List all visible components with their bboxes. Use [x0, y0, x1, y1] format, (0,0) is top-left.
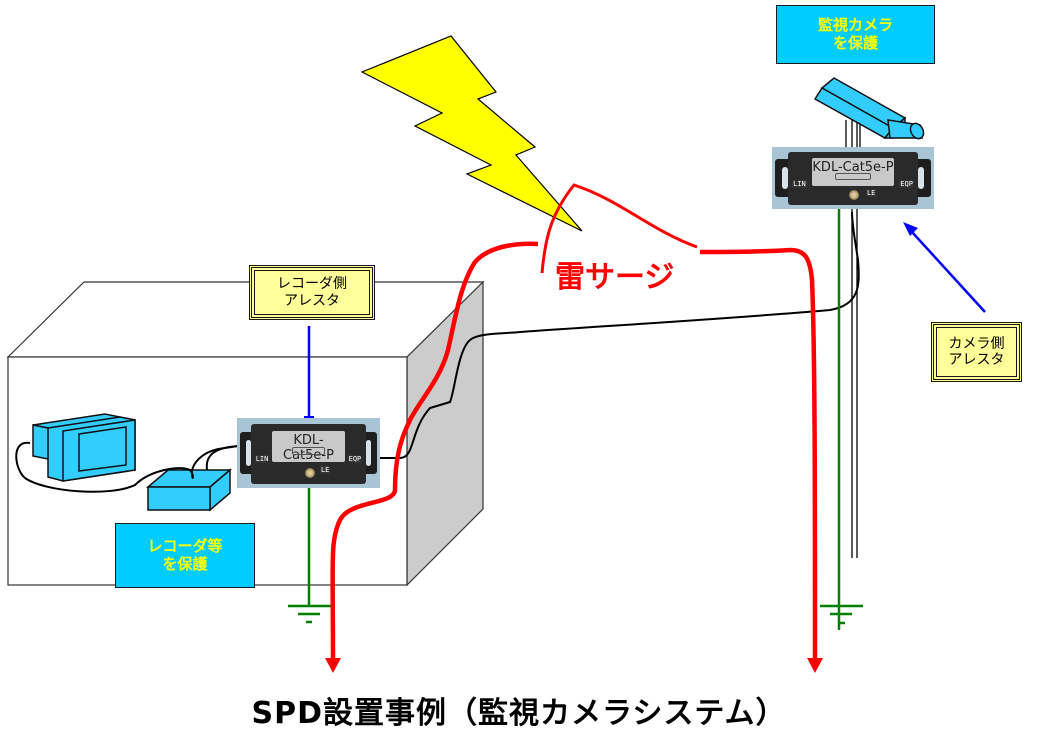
building-top-face — [6, 281, 485, 358]
monitor-icon — [32, 413, 136, 482]
diagram-caption: SPD設置事例（監視カメラシステム） — [251, 696, 787, 731]
spd-port-in-label: LIN — [254, 454, 270, 463]
recorder-arrester-pointer — [304, 326, 314, 418]
surge-paths — [325, 183, 823, 673]
ground-screw-icon — [849, 189, 860, 200]
recorder-arrester-label: レコーダ側 アレスタ — [249, 265, 375, 320]
surveillance-camera-icon — [813, 77, 925, 140]
camera-protect-label: 監視カメラ を保護 — [776, 5, 935, 64]
surge-arrow-camera — [807, 658, 823, 673]
spd-device-camera-side: KDL-Cat5e-P LIN EQP LE — [772, 147, 934, 209]
spd-model-label: KDL-Cat5e-P — [283, 432, 334, 463]
recorder-icon — [145, 468, 233, 512]
ground-symbol-recorder — [288, 488, 331, 624]
lightning-bolt-icon — [360, 35, 583, 232]
spd-port-out-label: EQP — [899, 179, 914, 188]
camera-arrester-label: カメラ側 アレスタ — [931, 322, 1022, 382]
surge-arc — [540, 183, 698, 274]
spd-model-label: KDL-Cat5e-P — [812, 160, 894, 175]
spd-device-recorder-side: KDL-Cat5e-P LIN EQP LE — [237, 418, 380, 488]
recorder-protect-label: レコーダ等 を保護 — [115, 523, 255, 588]
lightning-surge-label: 雷サージ — [555, 260, 675, 295]
monitor-recorder-cable — [15, 441, 239, 493]
surge-arrow-recorder — [325, 658, 341, 673]
surge-path-camera — [699, 247, 818, 661]
ground-symbol-camera — [820, 208, 863, 630]
spd-port-out-label: EQP — [347, 454, 363, 463]
recorder-spd-cable — [205, 445, 241, 471]
lan-cable — [380, 211, 860, 459]
spd-port-in-label: LIN — [792, 179, 807, 188]
camera-arrester-pointer — [903, 222, 986, 313]
surge-path-recorder — [330, 241, 539, 661]
spd-ground-label: LE — [865, 189, 877, 198]
ground-screw-icon — [305, 467, 316, 478]
spd-ground-label: LE — [319, 465, 331, 474]
